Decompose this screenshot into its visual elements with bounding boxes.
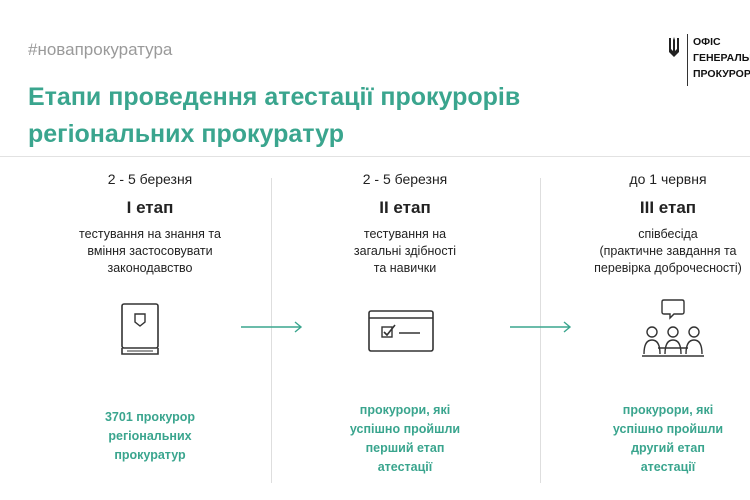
title-line-2: регіональних прокуратур: [28, 120, 344, 148]
result-line: прокурори, які: [622, 403, 714, 417]
test-window-icon: [368, 310, 434, 352]
desc-line: тестування на: [363, 227, 447, 241]
desc-line: перевірка доброчесності): [594, 261, 742, 275]
desc-line: законодавство: [107, 261, 193, 275]
stage-description: тестування на знання та вміння застосову…: [60, 226, 240, 277]
result-line: прокуратур: [114, 448, 186, 462]
stage-description: співбесіда (практичне завдання та переві…: [583, 226, 750, 277]
desc-line: вміння застосовувати: [87, 244, 213, 258]
desc-line: загальні здібності: [353, 244, 457, 258]
desc-line: та навички: [373, 261, 437, 275]
stage-column-2: 2 - 5 березня ІІ етап тестування на зага…: [310, 168, 500, 474]
trident-icon: [669, 37, 679, 57]
stage-name: ІІ етап: [379, 198, 431, 217]
page-title: Етапи проведення атестації прокурорів ре…: [28, 79, 520, 153]
column-separator-2: [540, 178, 541, 483]
stage-name: ІІІ етап: [639, 198, 697, 217]
title-line-1: Етапи проведення атестації прокурорів: [28, 83, 521, 111]
stage-participants: 3701 прокурор регіональних прокуратур: [60, 408, 240, 465]
header-divider: [0, 156, 750, 157]
interview-icon: [642, 299, 704, 357]
result-line: перший етап: [365, 441, 445, 455]
result-line: прокурори, які: [359, 403, 451, 417]
stage-description: тестування на загальні здібності та нави…: [310, 226, 500, 277]
stage-column-1: 2 - 5 березня І етап тестування на знанн…: [60, 168, 240, 462]
stage-date: 2 - 5 березня: [107, 171, 193, 187]
result-line: регіональних: [108, 429, 192, 443]
result-line: атестації: [640, 460, 696, 474]
desc-line: тестування на знання та: [79, 227, 221, 241]
column-separator-1: [271, 178, 272, 483]
desc-line: (практичне завдання та: [599, 244, 737, 258]
result-line: атестації: [377, 460, 433, 474]
stage-date: до 1 червня: [629, 171, 707, 187]
stage-column-3: до 1 червня ІІІ етап співбесіда (практич…: [583, 168, 750, 474]
office-logo: ОФІС ГЕНЕРАЛЬНОГО ПРОКУРОРА: [666, 32, 750, 90]
result-line: успішно пройшли: [349, 422, 461, 436]
result-line: 3701 прокурор: [104, 410, 196, 424]
desc-line: співбесіда: [638, 227, 698, 241]
logo-line-2: ГЕНЕРАЛЬНОГО: [693, 52, 750, 64]
arrow-right-icon: [510, 321, 572, 333]
book-icon: [121, 303, 159, 355]
result-line: успішно пройшли: [612, 422, 724, 436]
stage-name: І етап: [126, 198, 174, 217]
stage-date: 2 - 5 березня: [362, 171, 448, 187]
hashtag: #новапрокуратура: [28, 40, 173, 59]
result-line: другий етап: [631, 441, 705, 455]
stage-participants: прокурори, які успішно пройшли перший ет…: [310, 401, 500, 477]
logo-line-1: ОФІС: [693, 36, 721, 48]
arrow-right-icon: [241, 321, 303, 333]
logo-line-3: ПРОКУРОРА: [693, 68, 750, 80]
stage-participants: прокурори, які успішно пройшли другий ет…: [583, 401, 750, 477]
